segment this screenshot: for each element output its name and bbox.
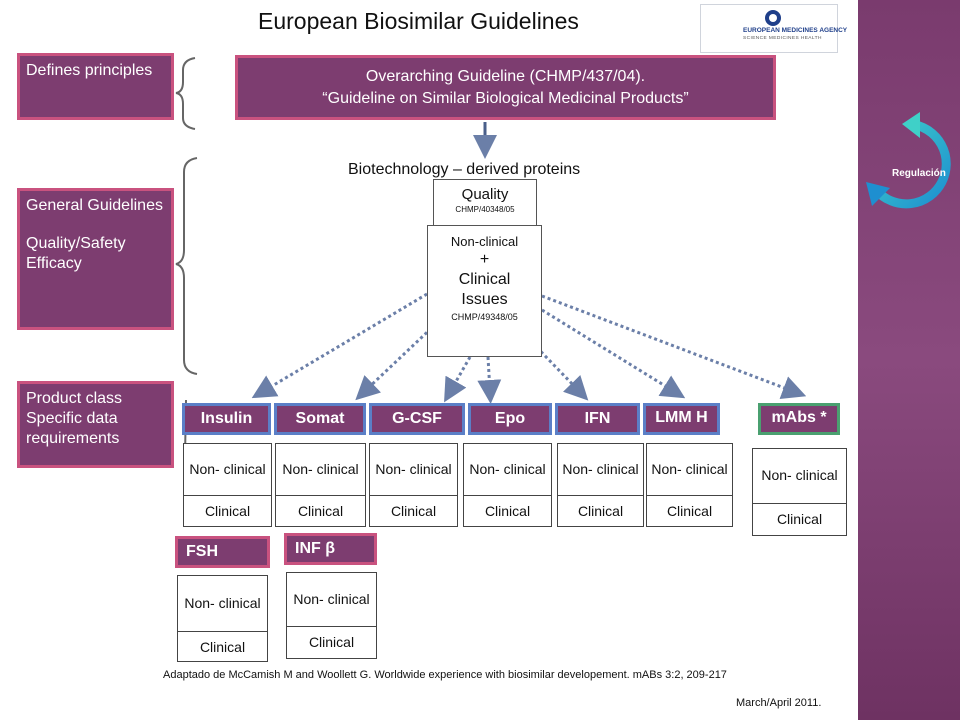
card-nonclinical: Non- clinical: [753, 449, 846, 504]
card-insulin: Non- clinical Clinical: [183, 443, 272, 527]
card-clinical: Clinical: [666, 503, 713, 519]
card-ifn: Non- clinical Clinical: [557, 443, 644, 527]
card-mabs: Non- clinical Clinical: [752, 448, 847, 536]
card-lmmh: Non- clinical Clinical: [646, 443, 733, 527]
logo-name: EUROPEAN MEDICINES AGENCY: [743, 27, 848, 34]
label-product-class: Product class Specific data requirements: [17, 381, 174, 468]
card-nonclinical: Non- clinical: [276, 444, 365, 496]
card-somat: Non- clinical Clinical: [275, 443, 366, 527]
product-epo: Epo: [468, 403, 552, 435]
card-clinical: Clinical: [776, 511, 823, 527]
card-clinical: Clinical: [484, 503, 531, 519]
ema-star-icon: [765, 10, 781, 26]
product-inf-beta: INF β: [284, 533, 377, 565]
nonclinical-clinical-issues-box: Non-clinical + Clinical Issues CHMP/4934…: [427, 225, 542, 357]
overarching-guideline-box: Overarching Guideline (CHMP/437/04). “Gu…: [235, 55, 776, 120]
card-clinical: Clinical: [308, 634, 355, 650]
product-insulin: Insulin: [182, 403, 271, 435]
sidebar-edge: [855, 0, 859, 720]
label-defines-principles: Defines principles: [17, 53, 174, 120]
biotech-label: Biotechnology – derived proteins: [348, 161, 581, 178]
card-clinical: Clinical: [204, 503, 251, 519]
card-inf-beta: Non- clinical Clinical: [286, 572, 377, 659]
product-fsh: FSH: [175, 536, 270, 568]
card-nonclinical: Non- clinical: [464, 444, 551, 496]
card-nonclinical: Non- clinical: [178, 576, 267, 632]
product-mabs: mAbs *: [758, 403, 840, 435]
card-nonclinical: Non- clinical: [370, 444, 457, 496]
card-nonclinical: Non- clinical: [184, 444, 271, 496]
ema-logo: EUROPEAN MEDICINES AGENCY SCIENCE MEDICI…: [700, 4, 847, 53]
page-title: European Biosimilar Guidelines: [258, 8, 579, 34]
citation-line2: March/April 2011.: [736, 697, 822, 709]
card-clinical: Clinical: [390, 503, 437, 519]
brace-principles: [175, 57, 196, 130]
card-epo: Non- clinical Clinical: [463, 443, 552, 527]
card-gcsf: Non- clinical Clinical: [369, 443, 458, 527]
sidebar-badge-label: Regulación: [892, 168, 946, 179]
product-somat: Somat: [274, 403, 366, 435]
card-fsh: Non- clinical Clinical: [177, 575, 268, 662]
product-lmmh: LMM H: [643, 403, 720, 435]
card-clinical: Clinical: [199, 639, 246, 655]
label-general-guidelines: General Guidelines Quality/Safety Effica…: [17, 188, 174, 330]
brace-general: [175, 157, 198, 375]
refresh-arrow-icon: [866, 112, 951, 209]
logo-tagline: SCIENCE MEDICINES HEALTH: [743, 36, 822, 41]
card-nonclinical: Non- clinical: [558, 444, 643, 496]
citation-line1: Adaptado de McCamish M and Woollett G. W…: [163, 669, 727, 681]
product-ifn: IFN: [555, 403, 640, 435]
card-nonclinical: Non- clinical: [647, 444, 732, 496]
card-clinical: Clinical: [577, 503, 624, 519]
sidebar: [858, 0, 960, 720]
card-clinical: Clinical: [297, 503, 344, 519]
product-gcsf: G-CSF: [369, 403, 465, 435]
card-nonclinical: Non- clinical: [287, 573, 376, 627]
quality-box: Quality CHMP/40348/05: [433, 179, 537, 226]
